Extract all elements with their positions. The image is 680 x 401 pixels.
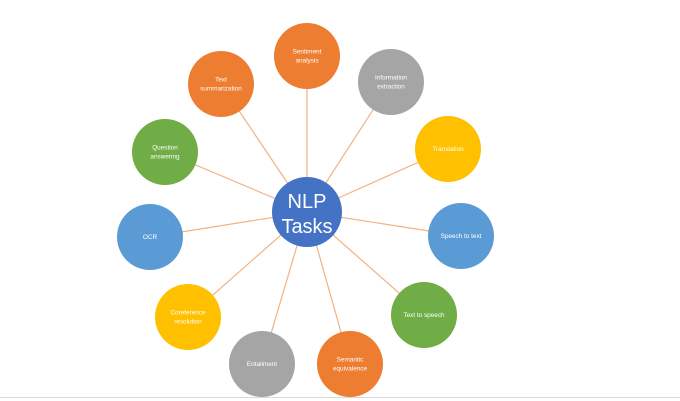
center-label-line-1: NLP — [288, 191, 327, 213]
information-extraction-node: Information extraction — [358, 49, 424, 115]
semantic-equivalence-label-line-1: Semantic — [337, 357, 364, 364]
coreference-resolution-circle — [155, 284, 221, 350]
center-node: NLP Tasks — [272, 177, 342, 247]
translation-node: Translation — [415, 116, 481, 182]
entailment-circle — [229, 331, 295, 397]
question-answering-label-line-1: Question — [152, 145, 178, 152]
sentiment-analysis-label-line-2: analysis — [295, 58, 318, 65]
sentiment-analysis-node: Sentiment analysis — [274, 23, 340, 89]
information-extraction-circle — [358, 49, 424, 115]
text-summarization-label-line-2: summarization — [200, 86, 242, 93]
ocr-label-line-1: OCR — [143, 234, 158, 241]
translation-circle — [415, 116, 481, 182]
question-answering-circle — [132, 119, 198, 185]
ocr-circle — [117, 204, 183, 270]
question-answering-node: Question answering — [132, 119, 198, 185]
semantic-equivalence-label-line-2: equivalence — [333, 366, 368, 373]
entailment-node: Entailment — [229, 331, 295, 397]
coreference-resolution-label-line-1: Coreference — [170, 310, 206, 317]
information-extraction-label-line-1: Information — [375, 75, 407, 82]
entailment-label-line-1: Entailment — [247, 361, 277, 368]
coreference-resolution-node: Coreference resolution — [155, 284, 221, 350]
semantic-equivalence-node: Semantic equivalence — [317, 331, 383, 397]
speech-to-text-node: Speech to text — [428, 203, 494, 269]
text-to-speech-circle — [391, 282, 457, 348]
center-label-line-2: Tasks — [281, 216, 332, 238]
text-to-speech-label-line-1: Text to speech — [403, 312, 445, 319]
semantic-equivalence-circle — [317, 331, 383, 397]
text-summarization-label-line-1: Text — [215, 77, 227, 84]
coreference-resolution-label-line-2: resolution — [174, 319, 202, 326]
information-extraction-label-line-2: extraction — [377, 84, 405, 91]
translation-label-line-1: Translation — [432, 146, 464, 153]
ocr-node: OCR — [117, 204, 183, 270]
speech-to-text-circle — [428, 203, 494, 269]
text-to-speech-node: Text to speech — [391, 282, 457, 348]
sentiment-analysis-label-line-1: Sentiment — [293, 49, 322, 56]
question-answering-label-line-2: answering — [150, 154, 180, 161]
center-circle — [272, 177, 342, 247]
speech-to-text-label-line-1: Speech to text — [441, 233, 482, 240]
sentiment-analysis-circle — [274, 23, 340, 89]
text-summarization-circle — [188, 51, 254, 117]
text-summarization-node: Text summarization — [188, 51, 254, 117]
bottom-divider — [0, 397, 680, 398]
